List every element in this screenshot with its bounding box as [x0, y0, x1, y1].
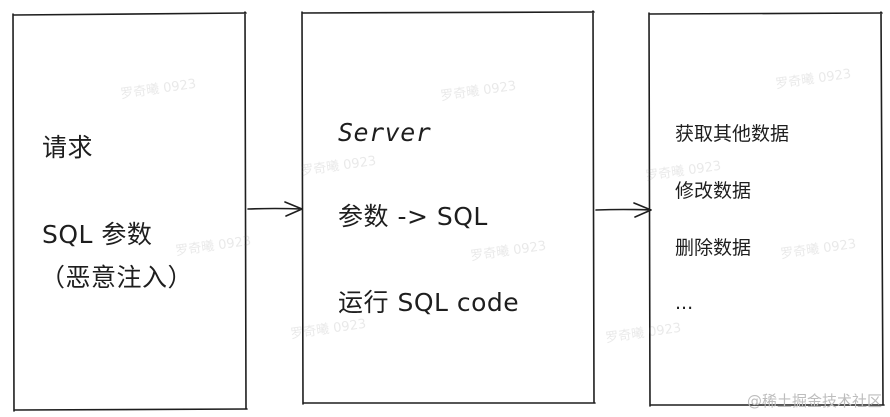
db-delete-data: 删除数据	[675, 237, 752, 259]
db-get-other-data: 获取其他数据	[675, 123, 790, 145]
arrow-client-to-server	[247, 201, 303, 217]
db-modify-data: 修改数据	[675, 180, 752, 202]
box-client	[12, 11, 248, 412]
client-request-label: 请求	[42, 133, 94, 162]
box-database	[648, 11, 885, 407]
box-server	[301, 10, 596, 405]
client-injection-label: （恶意注入）	[40, 263, 194, 292]
server-run-sql: 运行 SQL code	[338, 288, 520, 317]
db-ellipsis: ...	[675, 292, 694, 314]
server-title: Server	[338, 118, 432, 147]
platform-watermark: @稀土掘金技术社区	[746, 392, 882, 410]
server-param-to-sql: 参数 -> SQL	[338, 202, 488, 231]
arrow-server-to-db	[595, 202, 652, 218]
client-sql-param-label: SQL 参数	[42, 220, 153, 249]
